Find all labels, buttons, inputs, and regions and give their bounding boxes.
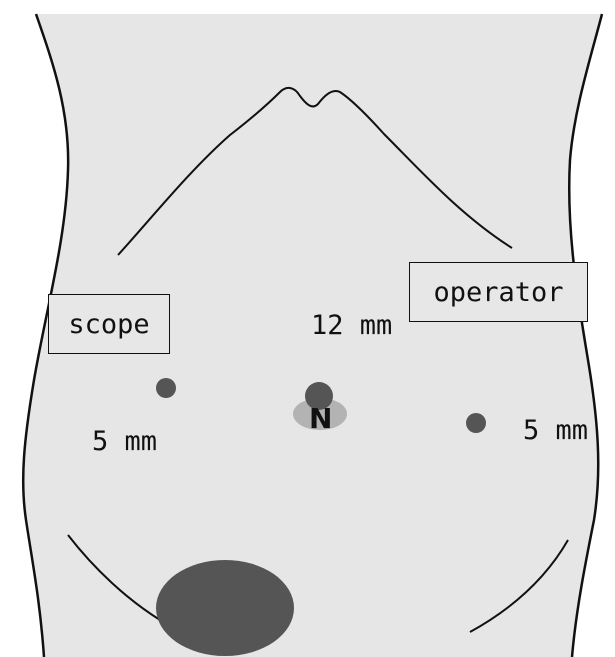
bladder-shape: [156, 560, 294, 656]
scope-label: scope: [68, 311, 149, 338]
operator-label: operator: [433, 279, 563, 306]
left-port-size: 5 mm: [92, 428, 157, 455]
navel-label: N: [309, 405, 332, 433]
right-port-dot: [466, 413, 486, 433]
operator-label-box: operator: [409, 262, 588, 322]
left-port-dot: [156, 378, 176, 398]
right-port-size: 5 mm: [523, 417, 588, 444]
umbilical-port-size: 12 mm: [311, 312, 392, 339]
scope-label-box: scope: [48, 294, 170, 354]
